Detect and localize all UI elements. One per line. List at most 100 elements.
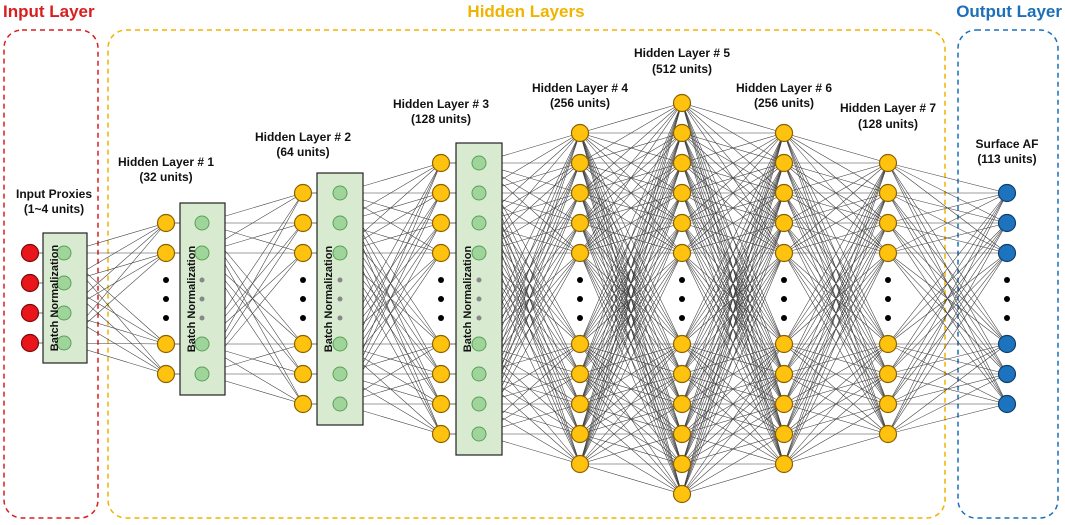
ellipsis-dot (163, 315, 169, 321)
connection-line (681, 433, 785, 495)
neuron-node (431, 334, 451, 354)
ellipsis-dot (885, 315, 891, 321)
connection-line (579, 102, 683, 164)
ellipsis-dot (438, 315, 444, 321)
neuron-node (672, 93, 692, 113)
connection-line (887, 252, 1008, 435)
neuron-node (997, 213, 1017, 233)
neuron-node (431, 424, 451, 444)
connection-line (681, 132, 785, 254)
batch-norm-label: Batch Normalization (49, 245, 61, 352)
neuron-node (878, 243, 898, 263)
connection-line (681, 102, 785, 134)
connection-line (579, 252, 683, 465)
neuron-node (997, 243, 1017, 263)
neuron-node (672, 484, 692, 504)
connection-line (783, 162, 889, 254)
batch-norm-ellipsis-dot (337, 277, 343, 283)
connection-line (579, 102, 683, 465)
neuron-node (570, 364, 590, 384)
connection-line (681, 463, 785, 495)
neuron-node (570, 243, 590, 263)
ellipsis-dot (577, 296, 583, 302)
connection-line (887, 192, 1008, 435)
ellipsis-dot (679, 315, 685, 321)
ellipsis-dot (885, 277, 891, 283)
connection-line (681, 132, 785, 375)
ellipsis-dot (1004, 296, 1010, 302)
ellipsis-dot (300, 315, 306, 321)
connection-line (579, 102, 683, 194)
connection-line (681, 132, 785, 405)
batch-norm-ellipsis-dot (476, 315, 482, 321)
connection-line (681, 132, 785, 465)
hidden-layer-4-label: Hidden Layer # 4 (532, 81, 628, 95)
connection-line (579, 162, 683, 465)
hidden-layers-title: Hidden Layers (467, 2, 584, 21)
neuron-node (997, 334, 1017, 354)
neuron-node (672, 243, 692, 263)
neuron-node (774, 213, 794, 233)
ellipsis-dot (438, 277, 444, 283)
surface-af-label: Surface AF (976, 137, 1039, 151)
batch-norm-node (56, 245, 72, 261)
connection-line (681, 132, 785, 345)
ellipsis-dot (577, 315, 583, 321)
connection-line (681, 132, 785, 164)
neuron-node (431, 394, 451, 414)
connection-line (681, 343, 785, 495)
output-layer-title: Output Layer (956, 2, 1062, 21)
neuron-node (774, 153, 794, 173)
ellipsis-dot (300, 277, 306, 283)
ellipsis-dot (781, 296, 787, 302)
neuron-node (156, 334, 176, 354)
neuron-node (570, 394, 590, 414)
connection-line (579, 343, 683, 465)
connection-line (579, 102, 683, 134)
neuron-node (774, 394, 794, 414)
connection-line (887, 192, 1008, 405)
neuron-node (774, 243, 794, 263)
batch-norm-ellipsis-dot (337, 296, 343, 302)
connection-line (783, 222, 889, 465)
ellipsis-dot (679, 277, 685, 283)
neuron-node (878, 334, 898, 354)
neuron-node (997, 394, 1017, 414)
neuron-node (293, 213, 313, 233)
hidden-layer-1-label: Hidden Layer # 1 (118, 155, 214, 169)
connection-line (783, 343, 889, 465)
neuron-node (570, 153, 590, 173)
connection-line (579, 102, 683, 224)
connection-line (681, 222, 785, 495)
connection-line (887, 192, 1008, 375)
connection-line (681, 132, 785, 224)
connection-line (783, 132, 889, 345)
connections (30, 102, 1008, 495)
neuron-node (293, 243, 313, 263)
batch-norm-node (332, 396, 348, 412)
connection-line (783, 162, 889, 465)
connection-line (681, 252, 785, 495)
batch-norm-node (56, 275, 72, 291)
connection-line (681, 132, 785, 495)
hidden-layer-3-units: (128 units) (411, 112, 471, 126)
neuron-node (997, 183, 1017, 203)
ellipsis-dot (1004, 277, 1010, 283)
batch-norm-node (332, 245, 348, 261)
connection-line (887, 373, 1008, 435)
neuron-node (20, 273, 40, 293)
neuron-node (878, 153, 898, 173)
neuron-node (431, 183, 451, 203)
neuron-node (672, 424, 692, 444)
neuron-node (878, 213, 898, 233)
neuron-node (774, 183, 794, 203)
ellipsis-dot (781, 315, 787, 321)
neuron-node (774, 334, 794, 354)
neuron-node (20, 333, 40, 353)
connection-line (579, 102, 683, 375)
connection-line (887, 162, 1008, 194)
connection-line (681, 102, 785, 345)
ellipsis-dot (438, 296, 444, 302)
